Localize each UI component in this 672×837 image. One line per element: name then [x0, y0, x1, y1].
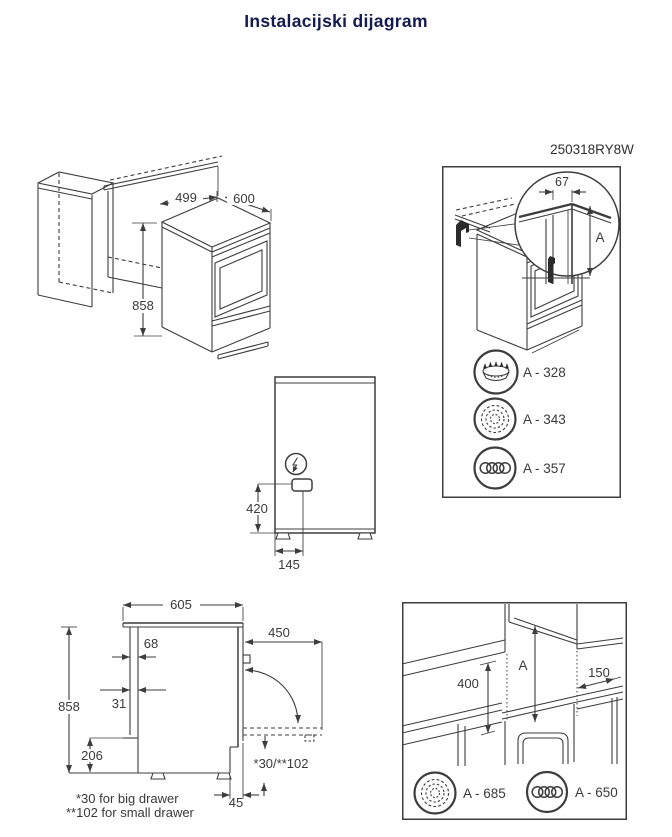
dim-height-letter-label: A: [595, 230, 604, 245]
panel-border: [442, 166, 621, 498]
anti-tilt-bracket-icon: [548, 256, 555, 284]
bracket-leader-line: [468, 222, 523, 231]
hood-clearance-panel: A 400 150 A - 685 A - 650: [401, 602, 627, 820]
dim-height-label: 858: [58, 699, 80, 714]
stove-rear-outline: [274, 376, 376, 540]
dim-width-label: 600: [233, 191, 255, 206]
bracket-leader-line: [468, 237, 526, 247]
dim-base-height-label: 206: [81, 748, 103, 763]
drawer-notes: *30 for big drawer **102 for small drawe…: [66, 791, 195, 820]
stove-handle-outline: [522, 737, 564, 764]
dim-door-open-label: 450: [268, 625, 290, 640]
rear-cabinet-outline: [103, 155, 223, 289]
dim-cabinet-clearance-label: 400: [457, 676, 479, 691]
gas-burner-icon: [473, 349, 519, 395]
side-view-dimensions: 605 450 68 31 858 206 *30/**102: [54, 597, 323, 810]
product-code: 250318RY8W: [550, 142, 634, 157]
note-small-drawer: **102 for small drawer: [66, 805, 195, 820]
dim-outlet-height-label: 420: [246, 501, 268, 516]
dim-rear-gap-label: 68: [144, 636, 158, 651]
door-handle: [242, 654, 251, 664]
radiant-hob-value: A - 685: [463, 786, 506, 801]
panel-border: [402, 602, 627, 820]
isometric-overview-figure: 499 600 858: [36, 155, 272, 360]
stove-isometric-outline: [160, 197, 272, 360]
coil-hob-value: A - 357: [523, 461, 566, 476]
rear-view-figure: 420 145: [244, 376, 376, 572]
radiant-hob-icon: [473, 397, 517, 441]
rear-view-dimensions: 420 145: [244, 483, 304, 572]
stove-handle-outline: [517, 732, 569, 764]
dim-drawer-clearance-label: *30/**102: [254, 756, 309, 771]
dim-counter-depth-label: 499: [175, 190, 197, 205]
electric-connection-icon: [284, 452, 308, 476]
door-swing: [243, 667, 322, 742]
left-cabinet-outline: [36, 171, 115, 308]
magnifier-circle: [514, 171, 620, 277]
page-title: Instalacijski dijagram: [244, 11, 428, 31]
stove-side-outline: [69, 622, 251, 780]
dim-side-clearance-label: 150: [588, 665, 610, 680]
dim-bracket-offset-label: 67: [555, 175, 569, 189]
gas-burner-value: A - 328: [523, 365, 566, 380]
dim-plinth-recess-label: 45: [229, 795, 243, 810]
clearance-dimensions: A 400 150: [457, 626, 622, 736]
dim-hood-clearance-letter: A: [518, 658, 527, 673]
open-door-handle: [304, 734, 315, 742]
side-view-figure: 605 450 68 31 858 206 *30/**102: [54, 597, 323, 820]
dim-outlet-offset-label: 145: [278, 557, 300, 572]
coil-hob-icon: [525, 770, 569, 814]
anti-tilt-detail-panel: 67 A A - 328 A - 343: [442, 166, 621, 498]
radiant-hob-value: A - 343: [523, 412, 566, 427]
dim-panel-gap-label: 31: [112, 696, 126, 711]
isometric-dimensions: 499 600 858: [128, 190, 272, 337]
right-foot: [216, 772, 232, 780]
anti-tilt-bracket-icon: [456, 220, 469, 247]
dim-height-label: 858: [132, 298, 154, 313]
left-foot: [275, 532, 291, 540]
left-foot: [150, 772, 166, 780]
bracket-detail-zoom: 67 A: [518, 175, 612, 284]
junction-box: [291, 478, 313, 492]
radiant-hob-icon: [413, 771, 457, 815]
dim-depth-label: 605: [170, 597, 192, 612]
right-foot: [357, 532, 373, 540]
coil-hob-icon: [473, 446, 517, 490]
note-big-drawer: *30 for big drawer: [76, 791, 179, 806]
kitchen-scene-outline: [401, 604, 624, 766]
coil-hob-value: A - 650: [575, 785, 618, 800]
